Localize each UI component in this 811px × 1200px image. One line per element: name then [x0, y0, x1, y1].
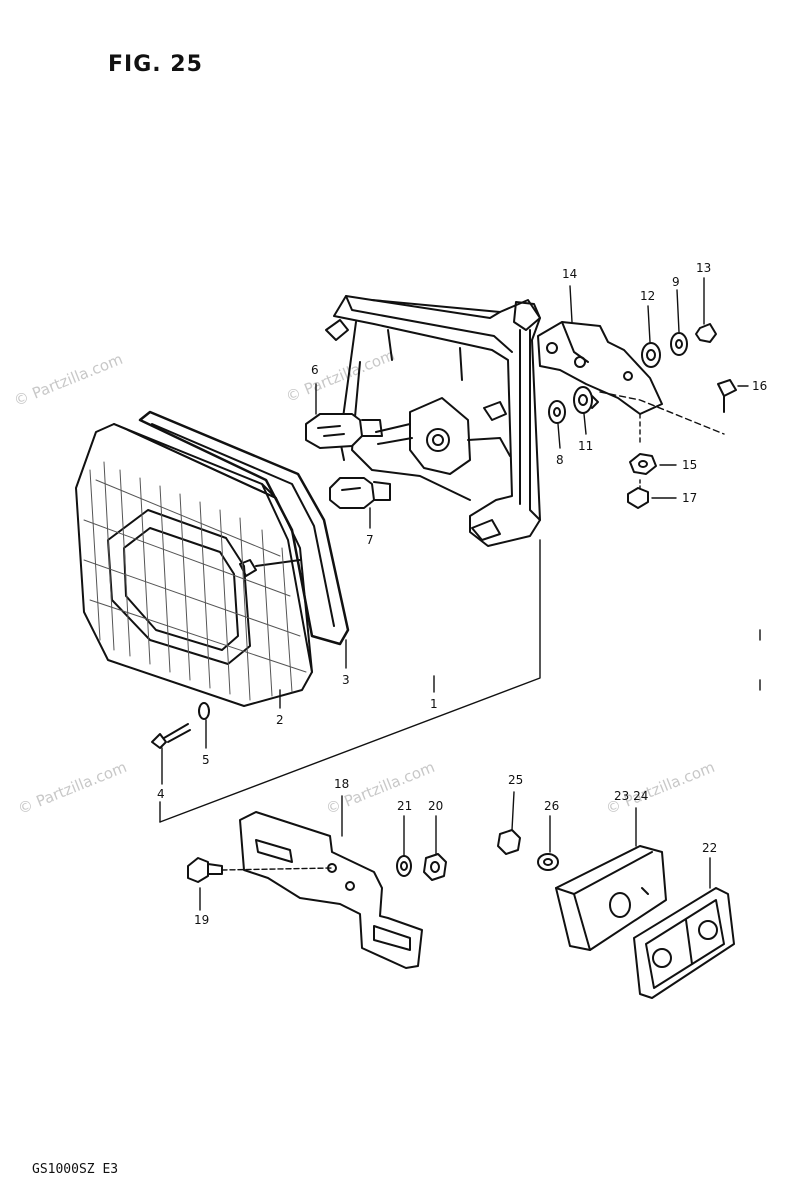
- callout-9: 9: [672, 275, 680, 289]
- callout-21: 21: [397, 799, 413, 813]
- callout-6: 6: [311, 363, 319, 377]
- grommet-17: [628, 488, 648, 508]
- nut-15: [630, 454, 656, 474]
- lens-gasket: [140, 412, 348, 644]
- bolt-16: [718, 380, 736, 412]
- callout-15: 15: [682, 458, 698, 472]
- callout-1: 1: [430, 697, 438, 711]
- washer-21: [397, 856, 411, 876]
- grommet-11: [574, 387, 598, 413]
- callout-23-24: 23 24: [614, 789, 649, 803]
- callout-26: 26: [544, 799, 560, 813]
- bolt-19: [188, 858, 222, 882]
- callout-14: 14: [562, 267, 578, 281]
- washer-9: [671, 333, 687, 355]
- license-lamp-lens: [634, 888, 734, 998]
- nut-20: [424, 854, 446, 880]
- callout-18: 18: [334, 777, 350, 791]
- license-bracket: [240, 812, 422, 968]
- figure-title: FIG. 25: [108, 52, 203, 77]
- washer-5: [199, 703, 209, 719]
- callout-13: 13: [696, 261, 712, 275]
- lamp-bracket: [538, 322, 662, 414]
- tail-lamp-housing: [326, 296, 540, 546]
- callout-11: 11: [578, 439, 594, 453]
- bulb-6: [306, 414, 382, 448]
- nut-13: [696, 324, 716, 342]
- screw-4: [152, 724, 190, 748]
- washer-26: [538, 854, 558, 870]
- callout-25: 25: [508, 773, 524, 787]
- tail-lamp-lens: [76, 424, 312, 706]
- callout-5: 5: [202, 753, 210, 767]
- washer-8: [549, 401, 565, 423]
- callout-19: 19: [194, 913, 210, 927]
- nut-25: [498, 830, 520, 854]
- callout-20: 20: [428, 799, 444, 813]
- license-lamp-body: [556, 846, 666, 950]
- bulb-7: [330, 478, 390, 508]
- callout-7: 7: [366, 533, 374, 547]
- callout-12: 12: [640, 289, 656, 303]
- model-code: GS1000SZ E3: [32, 1162, 119, 1177]
- callout-4: 4: [157, 787, 165, 801]
- callout-2: 2: [276, 713, 284, 727]
- callout-22: 22: [702, 841, 718, 855]
- callout-16: 16: [752, 379, 768, 393]
- callout-17: 17: [682, 491, 698, 505]
- callout-8: 8: [556, 453, 564, 467]
- washer-12: [642, 343, 660, 367]
- callout-3: 3: [342, 673, 350, 687]
